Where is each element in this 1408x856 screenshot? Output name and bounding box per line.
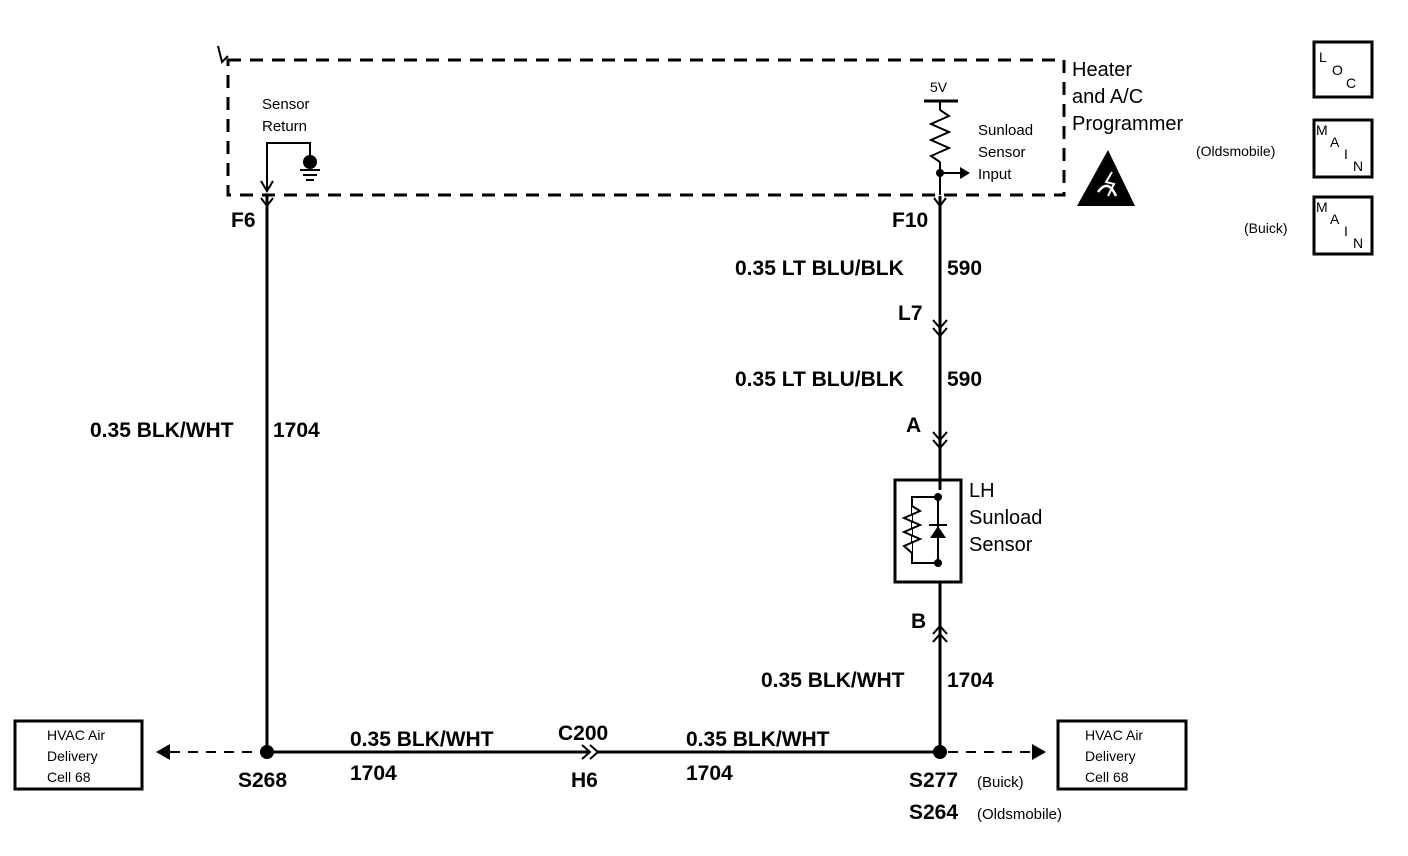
bottom-left-wire-circuit: 1704 xyxy=(350,762,397,785)
programmer-module: Heater and A/C Programmer Sensor Return … xyxy=(217,45,1183,206)
pin-f6-label: F6 xyxy=(231,209,256,232)
loc-box xyxy=(1312,40,1374,99)
sensor-label-line-2: Sunload xyxy=(969,507,1042,529)
hvac-left-line-2: Delivery xyxy=(47,748,98,764)
sensor-inner-loop xyxy=(911,496,938,564)
l7-a-wire-label: 0.35 LT BLU/BLK xyxy=(735,368,904,391)
hvac-left-reference: HVAC Air Delivery Cell 68 xyxy=(13,719,260,791)
programmer-corner-mark xyxy=(217,45,229,64)
b-splice-wire-label: 0.35 BLK/WHT xyxy=(761,669,905,692)
f10-l7-wire-circuit: 590 xyxy=(947,257,982,280)
splice-s268-dot xyxy=(260,745,274,759)
hvac-left-box xyxy=(13,719,144,791)
sensor-outline xyxy=(893,478,963,584)
hvac-left-line-1: HVAC Air xyxy=(47,727,105,743)
pin-f10-label: F10 xyxy=(892,209,928,232)
programmer-title-line-2: and A/C xyxy=(1072,86,1143,108)
l7-a-wire-circuit: 590 xyxy=(947,368,982,391)
bottom-circuit: C200 H6 0.35 BLK/WHT 1704 0.35 BLK/WHT 1… xyxy=(238,722,1062,824)
sunload-input-label-line-1: Sunload xyxy=(978,122,1033,139)
legend-main-buick: (Buick) M A I N xyxy=(1244,195,1374,256)
splice-s268-label: S268 xyxy=(238,769,287,792)
pin-a-label: A xyxy=(906,414,921,437)
esd-warning-icon xyxy=(1077,150,1135,206)
sensor-label-line-3: Sensor xyxy=(969,534,1033,556)
sensor-return-label-line-2: Return xyxy=(262,118,307,135)
bottom-left-wire-label: 0.35 BLK/WHT xyxy=(350,728,494,751)
sensor-return-wire xyxy=(266,142,311,190)
sensor-return-circuit: B 0.35 BLK/WHT 1704 xyxy=(761,582,994,752)
legend-loc: L O C xyxy=(1312,40,1374,99)
loc-letter-c: C xyxy=(1346,75,1356,91)
pullup-resistor-icon xyxy=(928,109,952,163)
splice-s277-label: S277 xyxy=(909,769,958,792)
main-buick-box xyxy=(1312,195,1374,256)
connector-c200-label: C200 xyxy=(558,722,608,745)
main-oldsmobile-box xyxy=(1312,118,1374,179)
hvac-left-arrow-icon xyxy=(156,744,170,760)
main-oldsmobile-label: (Oldsmobile) xyxy=(1196,143,1275,159)
connector-h6-label: H6 xyxy=(571,769,598,792)
sunload-input-label-line-3: Input xyxy=(978,166,1012,183)
sunload-input-label-line-2: Sensor xyxy=(978,144,1026,161)
splice-s264-label: S264 xyxy=(909,801,958,824)
hvac-right-arrow-icon xyxy=(1032,744,1046,760)
pin-b-label: B xyxy=(911,610,926,633)
ground-icon xyxy=(300,155,320,181)
hvac-right-reference: HVAC Air Delivery Cell 68 xyxy=(948,719,1188,791)
splice-s277-note: (Buick) xyxy=(977,774,1024,791)
loc-letter-l: L xyxy=(1319,49,1327,65)
f10-l7-wire-label: 0.35 LT BLU/BLK xyxy=(735,257,904,280)
sunload-input-arrow-icon xyxy=(960,167,970,179)
sensor-return-arrow xyxy=(260,180,274,193)
right-circuit: F10 0.35 LT BLU/BLK 590 L7 0.35 LT BLU/B… xyxy=(735,196,982,490)
left-circuit: F6 0.35 BLK/WHT 1704 xyxy=(90,196,320,752)
photodiode-icon xyxy=(930,526,946,538)
left-wire-label: 0.35 BLK/WHT xyxy=(90,419,234,442)
programmer-outline xyxy=(226,58,1066,197)
sensor-return-label-line-1: Sensor xyxy=(262,96,310,113)
left-wire-circuit: 1704 xyxy=(273,419,320,442)
voltage-label: 5V xyxy=(930,79,948,95)
splice-s264-note: (Oldsmobile) xyxy=(977,806,1062,823)
loc-letter-o: O xyxy=(1332,62,1343,78)
programmer-title-line-1: Heater xyxy=(1072,59,1132,81)
sensor-resistor-icon xyxy=(901,505,923,554)
hvac-right-line-3: Cell 68 xyxy=(1085,769,1129,785)
hvac-right-box xyxy=(1056,719,1188,791)
main-buick-letter-n: N xyxy=(1353,235,1363,251)
main-buick-letter-m: M xyxy=(1316,199,1328,215)
lh-sunload-sensor: LH Sunload Sensor xyxy=(893,478,1042,584)
main-oldsmobile-letter-i: I xyxy=(1344,146,1348,162)
main-buick-label: (Buick) xyxy=(1244,220,1288,236)
hvac-left-line-3: Cell 68 xyxy=(47,769,91,785)
hvac-right-line-2: Delivery xyxy=(1085,748,1136,764)
hvac-right-line-1: HVAC Air xyxy=(1085,727,1143,743)
splice-s277-dot xyxy=(933,745,947,759)
connector-l7-mark xyxy=(932,319,948,338)
main-oldsmobile-letter-a: A xyxy=(1330,134,1340,150)
main-oldsmobile-letter-m: M xyxy=(1316,122,1328,138)
connector-c200-mark xyxy=(581,744,600,760)
main-buick-letter-i: I xyxy=(1344,223,1348,239)
programmer-title-line-3: Programmer xyxy=(1072,113,1183,135)
main-oldsmobile-letter-n: N xyxy=(1353,158,1363,174)
bottom-right-wire-label: 0.35 BLK/WHT xyxy=(686,728,830,751)
pin-a-connector-mark xyxy=(932,431,948,450)
sensor-label-line-1: LH xyxy=(969,480,995,502)
main-buick-letter-a: A xyxy=(1330,211,1340,227)
legend-main-oldsmobile: (Oldsmobile) M A I N xyxy=(1196,118,1374,179)
pin-l7-label: L7 xyxy=(898,302,923,325)
b-splice-wire-circuit: 1704 xyxy=(947,669,994,692)
bottom-right-wire-circuit: 1704 xyxy=(686,762,733,785)
